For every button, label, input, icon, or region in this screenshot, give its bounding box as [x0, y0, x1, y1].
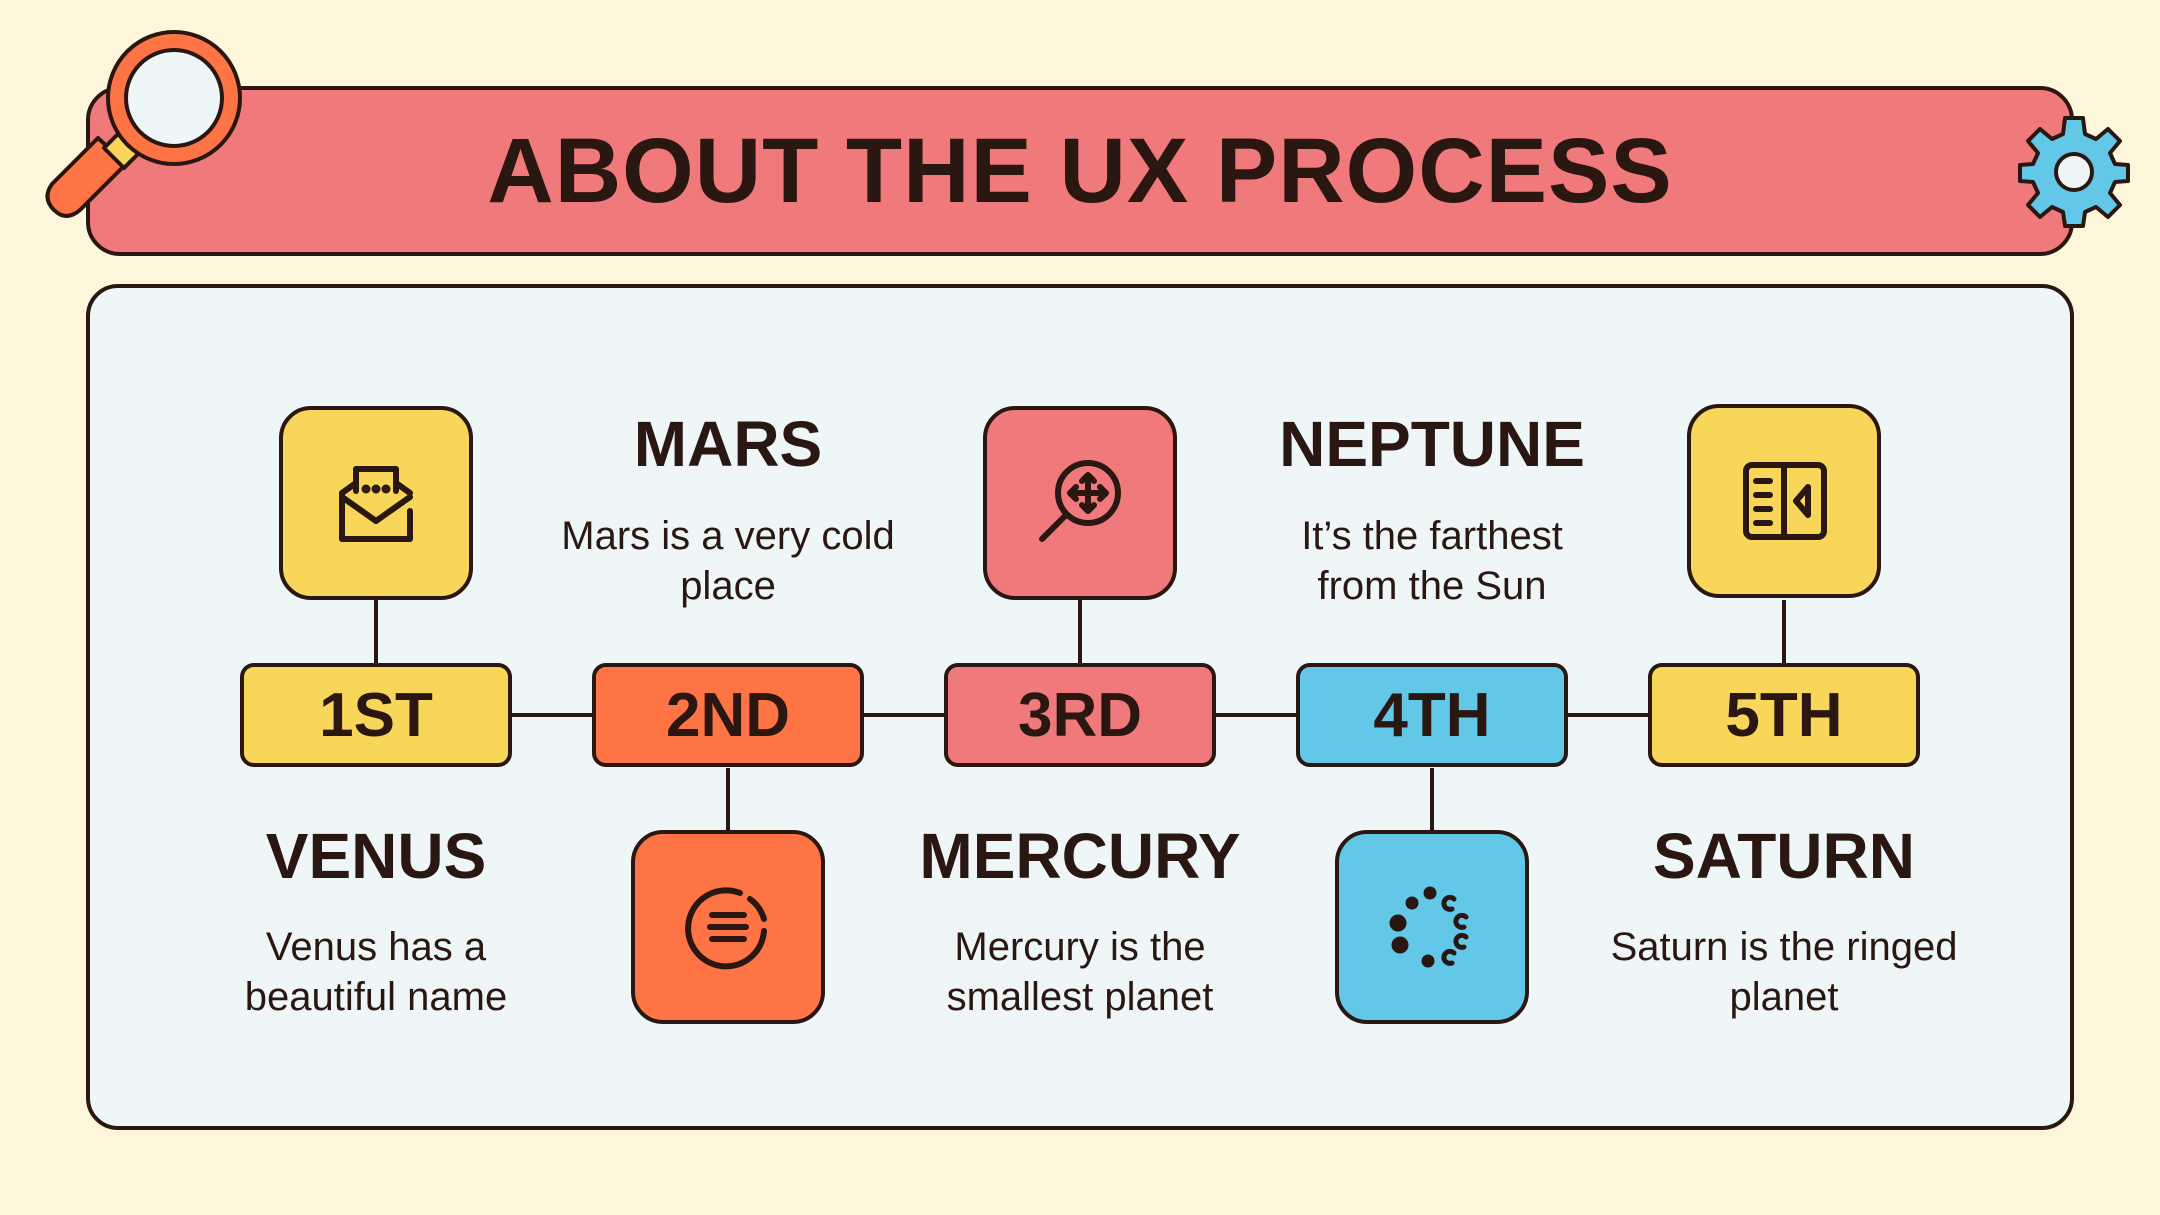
- step-2-description-line-2: place: [680, 564, 776, 608]
- step-2-description: Mars is a very cold place: [508, 511, 948, 611]
- page-title: ABOUT THE UX PROCESS: [487, 119, 1673, 222]
- step-5-description-line-1: Saturn is the ringed: [1610, 925, 1958, 969]
- step-2-icon-box: [631, 830, 825, 1024]
- step-3-description-line-2: smallest planet: [946, 975, 1214, 1019]
- step-2-description-line-1: Mars is a very cold: [561, 514, 895, 558]
- connector-3: [1078, 600, 1082, 666]
- connector-4: [1430, 768, 1434, 832]
- connector-5: [1782, 600, 1786, 666]
- step-5-icon-box: [1687, 404, 1881, 598]
- step-3-icon-box: [983, 406, 1177, 600]
- step-4-heading: NEPTUNE: [1279, 408, 1585, 480]
- step-1-icon-box: [279, 406, 473, 600]
- step-3-description-line-1: Mercury is the: [954, 925, 1206, 969]
- step-5-label: 5TH: [1648, 663, 1920, 767]
- step-4-description-line-1: It’s the farthest: [1301, 514, 1563, 558]
- connector-1: [374, 600, 378, 666]
- step-3-heading: MERCURY: [919, 820, 1241, 892]
- title-banner: [86, 86, 2074, 256]
- envelope-icon: [339, 466, 413, 542]
- step-4-description: It’s the farthest from the Sun: [1212, 511, 1652, 611]
- step-1-description-line-2: beautiful name: [244, 975, 508, 1019]
- step-5-description: Saturn is the ringed planet: [1564, 922, 2004, 1022]
- step-4-description-line-2: from the Sun: [1317, 564, 1547, 608]
- book-audio-icon: [1743, 462, 1827, 540]
- connector-2: [726, 768, 730, 832]
- step-5-description-line-2: planet: [1729, 975, 1839, 1019]
- list-circle-icon: [685, 887, 767, 970]
- search-move-icon: [1039, 460, 1121, 542]
- step-1-description: Venus has a beautiful name: [156, 922, 596, 1022]
- loading-icon: [1389, 886, 1469, 968]
- step-4-label: 4TH: [1296, 663, 1568, 767]
- step-5-heading: SATURN: [1653, 820, 1915, 892]
- step-3-description: Mercury is the smallest planet: [860, 922, 1300, 1022]
- step-4-icon-box: [1335, 830, 1529, 1024]
- step-1-label: 1ST: [240, 663, 512, 767]
- step-2-heading: MARS: [633, 408, 823, 480]
- gear-icon: [2018, 116, 2130, 228]
- step-2-label: 2ND: [592, 663, 864, 767]
- step-1-heading: VENUS: [265, 820, 487, 892]
- step-1-description-line-1: Venus has a: [265, 925, 487, 969]
- magnifier-icon: [45, 30, 242, 218]
- step-3-label: 3RD: [944, 663, 1216, 767]
